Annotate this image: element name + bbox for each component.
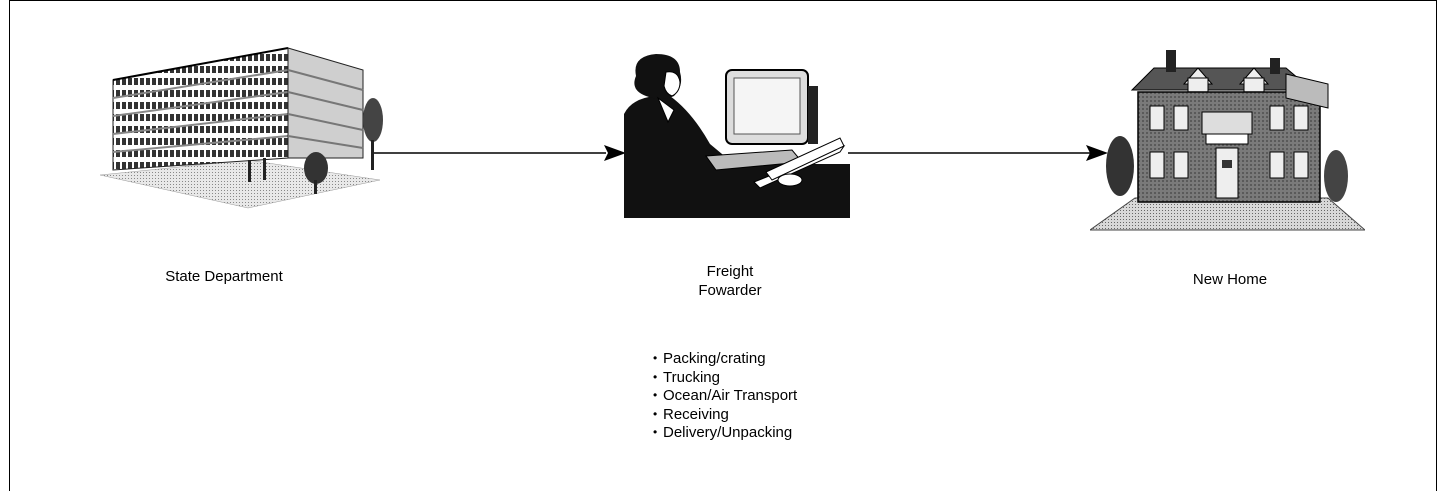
state-department-label: State Department bbox=[165, 268, 283, 285]
freight-forwarder-label-line2: Fowarder bbox=[698, 282, 762, 299]
service-item: Delivery/Unpacking bbox=[653, 423, 797, 443]
diagram-frame bbox=[9, 0, 1437, 491]
arrow-forwarder-to-home bbox=[848, 145, 1108, 161]
house-icon bbox=[1090, 50, 1365, 231]
new-home-label: New Home bbox=[1192, 271, 1268, 288]
service-item: Packing/crating bbox=[653, 349, 797, 369]
service-item: Ocean/Air Transport bbox=[653, 386, 797, 406]
arrow-state-to-forwarder bbox=[372, 145, 626, 161]
service-item: Receiving bbox=[653, 405, 797, 425]
freight-forwarder-label-line1: Freight bbox=[706, 263, 754, 280]
person-at-computer-icon bbox=[624, 54, 850, 218]
freight-forwarder-label: Freight Fowarder bbox=[640, 262, 820, 300]
freight-services-list: Packing/crating Trucking Ocean/Air Trans… bbox=[653, 349, 797, 443]
service-item: Trucking bbox=[653, 368, 797, 388]
office-building-icon bbox=[99, 47, 383, 209]
